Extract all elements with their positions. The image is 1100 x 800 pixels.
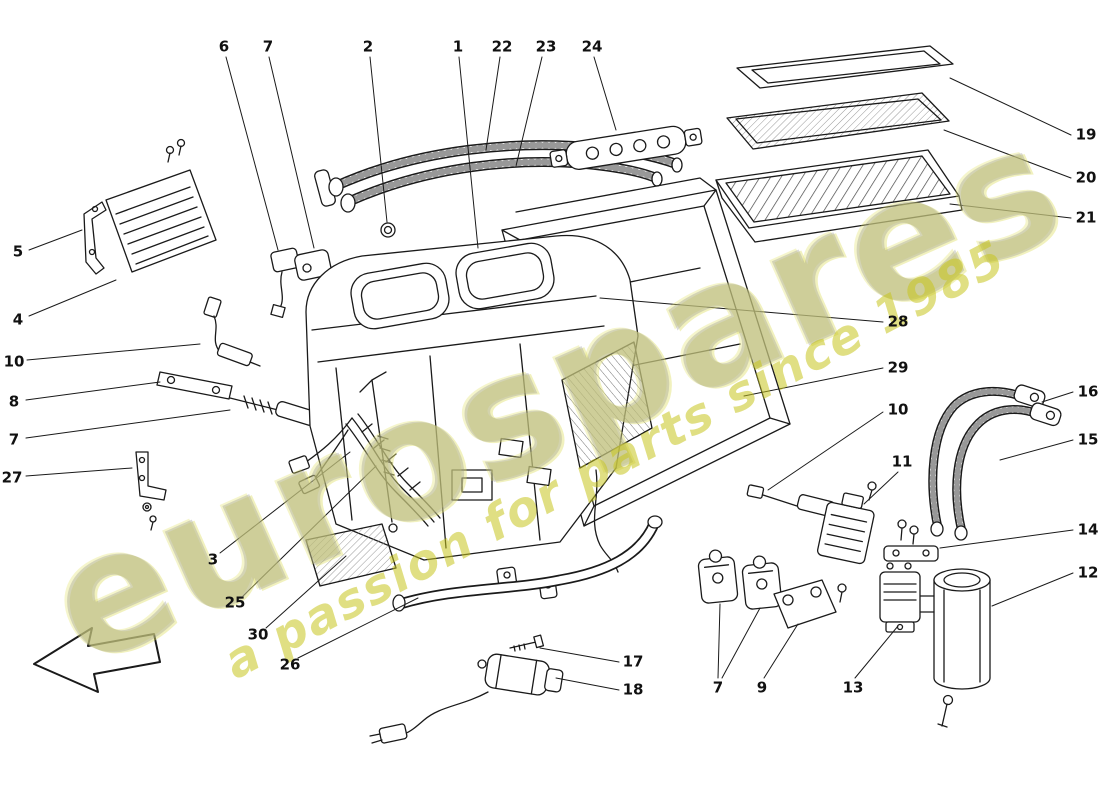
- leader-line: [485, 56, 501, 151]
- leader-line: [593, 56, 617, 131]
- flat-filter-element: [726, 92, 950, 150]
- drain-hose: [392, 515, 663, 612]
- leader-line: [949, 203, 1072, 219]
- pipe-clamp: [883, 519, 939, 562]
- leader-line: [999, 439, 1074, 461]
- leader-line: [25, 381, 161, 401]
- leader-line: [25, 409, 231, 439]
- leader-line: [268, 56, 315, 249]
- solenoid-valve: [879, 562, 921, 633]
- leader-line: [763, 623, 799, 679]
- leader-line: [854, 625, 899, 679]
- leader-line: [515, 56, 543, 167]
- vent-grille: [305, 523, 397, 587]
- wiring-harness: [288, 413, 441, 527]
- mounting-bar: [156, 371, 233, 400]
- leader-line: [219, 451, 351, 554]
- leader-line: [949, 77, 1072, 136]
- leader-line: [991, 572, 1074, 607]
- leader-line: [721, 607, 761, 679]
- direction-arrow-icon: [33, 627, 161, 693]
- leader-line: [25, 467, 133, 477]
- flap-actuators: [697, 549, 783, 610]
- leader-line: [28, 229, 83, 251]
- leader-line: [1041, 391, 1074, 403]
- leader-line: [297, 597, 419, 659]
- filter-seal-frame: [736, 45, 954, 89]
- leader-line: [242, 465, 377, 597]
- leader-line: [539, 647, 620, 663]
- leader-line: [225, 56, 279, 251]
- control-unit: [83, 138, 217, 275]
- leader-line: [599, 297, 884, 323]
- screw-icon: [509, 634, 545, 652]
- leader-line: [743, 367, 884, 397]
- small-bracket: [135, 451, 167, 531]
- leader-line: [555, 677, 620, 691]
- leader-line: [767, 411, 884, 491]
- hose-nut: [380, 222, 396, 238]
- leader-line: [717, 603, 721, 679]
- leader-line: [28, 279, 117, 317]
- servo-motor: [270, 247, 332, 319]
- hvac-main-unit: [305, 234, 653, 573]
- leader-lines: [25, 56, 1074, 691]
- actuator-bracket: [773, 579, 847, 629]
- receiver-drier: [917, 568, 991, 728]
- leader-line: [265, 555, 347, 629]
- leader-line: [943, 129, 1072, 179]
- leader-line: [939, 529, 1074, 549]
- pump-motor: [369, 634, 564, 744]
- ac-pipes: [928, 384, 1062, 541]
- resistor-screw: [867, 481, 877, 501]
- temp-sensor: [746, 484, 835, 517]
- leader-line: [369, 56, 388, 223]
- leader-line: [863, 471, 899, 505]
- pipe-manifold: [549, 125, 703, 170]
- sensor-probe-left: [203, 296, 261, 367]
- blower-resistor: [816, 492, 875, 565]
- leader-line: [458, 56, 479, 249]
- pleated-filter-tray: [715, 149, 963, 243]
- screw-icon: [165, 138, 186, 163]
- leader-line: [26, 343, 201, 361]
